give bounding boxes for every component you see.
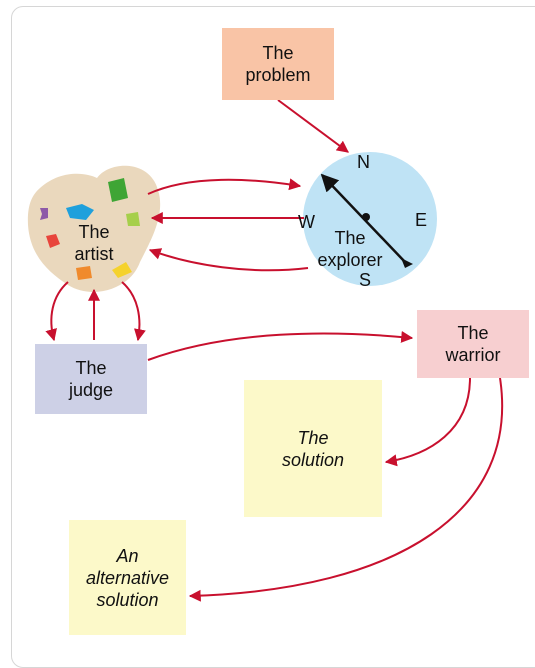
judge-label: The judge (68, 358, 114, 400)
solution-node: The solution (244, 380, 382, 517)
compass-needle-tail (401, 258, 413, 268)
alternative-solution-node: An alternative solution (69, 520, 186, 635)
compass-east-label: E (415, 210, 428, 230)
arrow-problem-to-explorer (277, 99, 349, 153)
alternative-solution-label: An alternative solution (85, 545, 170, 610)
problem-label: The problem (245, 43, 311, 85)
paint-blob-blue (66, 204, 94, 220)
arrow-warrior-to-alternative (188, 377, 504, 602)
explorer-label: The explorer (317, 228, 383, 270)
paint-blob-red (46, 234, 60, 248)
problem-node: The problem (222, 28, 334, 100)
compass-pivot (362, 213, 370, 221)
arrow-artist-to-judge-left (45, 281, 69, 342)
paint-blob-purple (40, 208, 48, 220)
arrow-explorer-to-artist-2 (148, 248, 309, 272)
artist-label: The artist (74, 222, 114, 264)
warrior-label: The warrior (445, 323, 501, 365)
warrior-node: The warrior (417, 310, 529, 378)
judge-node: The judge (35, 344, 147, 414)
solution-label: The solution (281, 427, 345, 470)
arrow-artist-to-explorer (147, 178, 302, 195)
paint-blob-yellow (112, 262, 132, 278)
arrow-judge-to-warrior (147, 330, 414, 361)
compass-north-label: N (357, 152, 370, 172)
paint-blob-orange (76, 266, 92, 280)
arrow-warrior-to-solution (384, 377, 471, 467)
paint-blob-lime (126, 212, 140, 226)
compass-west-label: W (298, 212, 315, 232)
compass-south-label: S (359, 270, 372, 290)
paint-blob-green (108, 178, 128, 202)
arrow-artist-to-judge-right (121, 281, 146, 342)
